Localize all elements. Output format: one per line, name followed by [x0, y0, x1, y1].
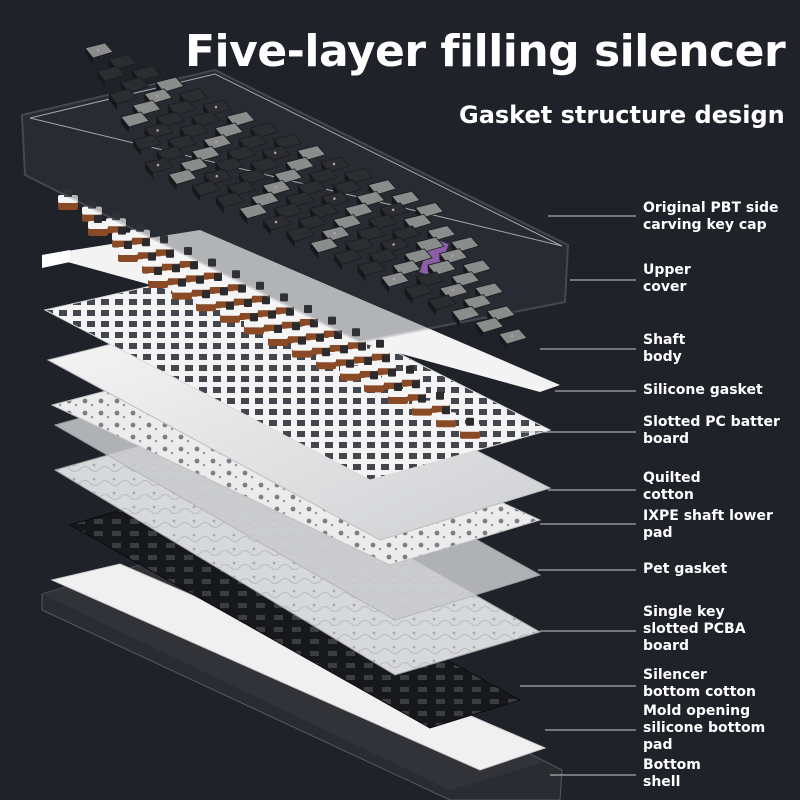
keycap [285, 225, 316, 248]
keycap [108, 88, 138, 110]
switch [82, 200, 102, 222]
switch [130, 223, 150, 245]
keycap [144, 157, 174, 179]
keycap [132, 134, 162, 156]
page-subtitle: Gasket structure design [459, 101, 785, 129]
switch [118, 241, 138, 262]
keycap [474, 317, 505, 339]
page-title: Five-layer filling silencer [185, 26, 786, 77]
switch [412, 394, 432, 416]
switch [202, 258, 222, 280]
switch [316, 348, 336, 370]
switch [136, 238, 156, 260]
switch [268, 325, 288, 346]
switch [358, 357, 378, 378]
keycap [191, 180, 221, 202]
keycap [309, 237, 339, 259]
switch [322, 316, 342, 338]
switch [226, 270, 246, 292]
switch [340, 359, 360, 381]
switch [232, 284, 252, 306]
switch [364, 371, 384, 393]
switch [196, 290, 216, 312]
label-pet-gasket: Pet gasket [643, 561, 728, 577]
switch [244, 313, 264, 335]
keycap-layer [84, 42, 528, 350]
keycap [451, 305, 481, 328]
switch [274, 293, 294, 315]
switch [436, 406, 456, 428]
switch [220, 301, 240, 323]
keycap [238, 203, 269, 225]
switch [214, 287, 234, 309]
keycap [215, 191, 245, 214]
keycap [120, 111, 150, 133]
keycap [84, 42, 114, 64]
switch [292, 336, 312, 358]
switch [298, 305, 318, 326]
switch [304, 319, 324, 341]
keycap [333, 248, 363, 271]
switch [388, 383, 408, 404]
switch [250, 281, 270, 303]
keycap [380, 271, 410, 293]
keycap [262, 214, 292, 236]
switch-layer [58, 189, 480, 439]
label-leader-lines [520, 215, 636, 776]
keycap [96, 65, 126, 87]
keycap [167, 168, 198, 191]
keycap [403, 282, 434, 305]
switch [88, 215, 108, 236]
switch [172, 278, 192, 300]
label-silicone-gasket: Silicone gasket [643, 382, 763, 398]
switch [460, 417, 480, 439]
keycap [427, 294, 457, 316]
keycap [498, 328, 528, 350]
keycap [356, 260, 387, 282]
switch [58, 189, 78, 210]
switch [148, 267, 168, 288]
